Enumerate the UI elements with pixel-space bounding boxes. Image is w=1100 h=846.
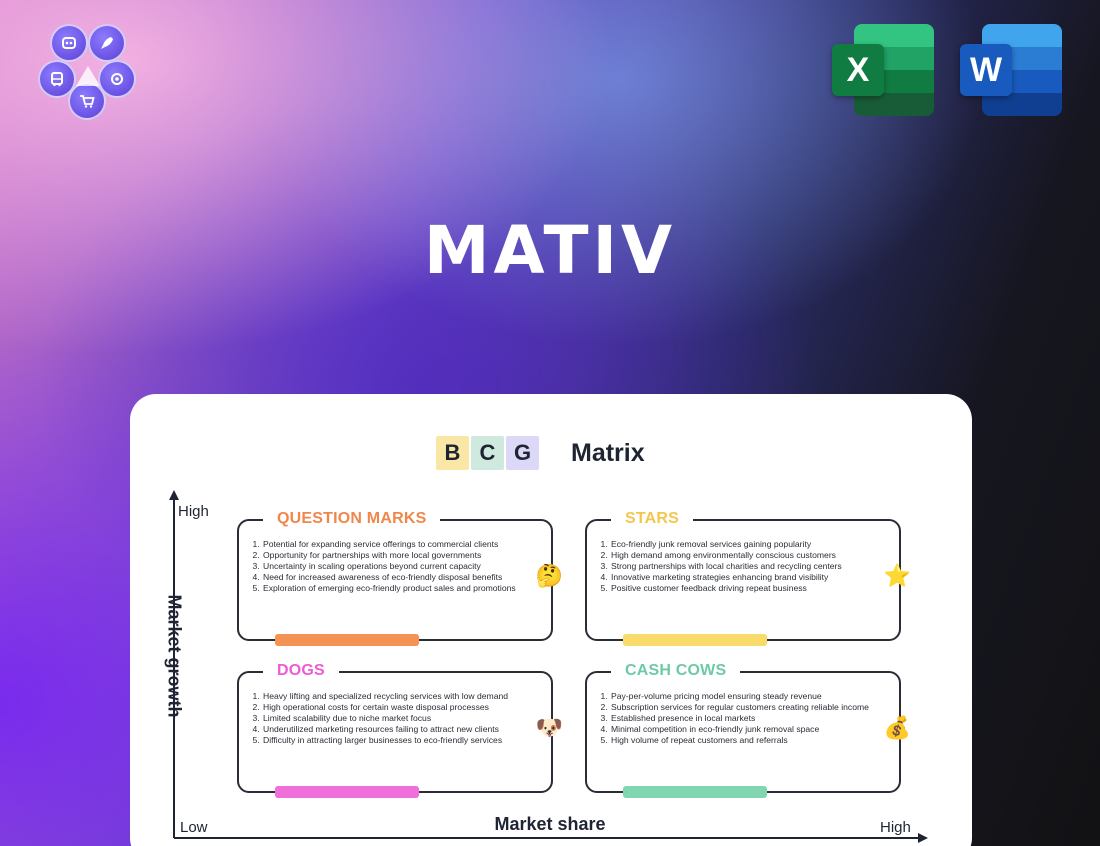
list-item: Innovative marketing strategies enhancin… [610, 572, 869, 583]
bcg-matrix-card: B C G Matrix High Market growth Low Mark… [130, 394, 972, 846]
list-item: Established presence in local markets [610, 713, 869, 724]
star-icon: ⭐ [883, 563, 911, 588]
target-icon [98, 60, 136, 98]
quadrant-title: QUESTION MARKS [263, 509, 441, 529]
list-item: Heavy lifting and specialized recycling … [262, 691, 521, 702]
quadrant-stars: STARS Eco-friendly junk removal services… [585, 509, 911, 646]
title-word: Matrix [571, 438, 645, 467]
quadrant-title: DOGS [263, 661, 339, 681]
quadrant-accent-bar [275, 786, 419, 798]
list-item: Positive customer feedback driving repea… [610, 583, 869, 594]
thinking-face-icon: 🤔 [535, 563, 563, 588]
word-letter: W [960, 44, 1012, 96]
list-item: High volume of repeat customers and refe… [610, 735, 869, 746]
y-axis-arrow [169, 490, 179, 500]
bot-icon [50, 24, 88, 62]
list-item: Potential for expanding service offering… [262, 539, 521, 550]
x-axis-label: Market share [494, 814, 606, 834]
x-axis-low: Low [180, 819, 208, 836]
list-item: Opportunity for partnerships with more l… [262, 550, 521, 561]
list-item: Eco-friendly junk removal services gaini… [610, 539, 869, 550]
dog-face-icon: 🐶 [535, 715, 563, 740]
excel-icon: X [832, 24, 936, 116]
quadrant-list: Heavy lifting and specialized recycling … [251, 691, 521, 746]
quadrant-dogs: DOGS Heavy lifting and specialized recyc… [237, 661, 563, 798]
excel-letter: X [832, 44, 884, 96]
money-bag-icon: 💰 [883, 715, 911, 740]
list-item: Difficulty in attracting larger business… [262, 735, 521, 746]
quadrant-list: Pay-per-volume pricing model ensuring st… [599, 691, 869, 746]
brand-title: MATIV [423, 212, 677, 289]
quadrant-title: STARS [611, 509, 694, 529]
logo-center-triangle [76, 66, 100, 86]
bus-icon [38, 60, 76, 98]
matrix-title: B C G Matrix [436, 436, 645, 470]
x-axis-arrow [918, 833, 928, 843]
quadrant-cash-cows: CASH COWS Pay-per-volume pricing model e… [585, 661, 911, 798]
quadrant-title: CASH COWS [611, 661, 741, 681]
cart-icon [68, 82, 106, 120]
list-item: Strong partnerships with local charities… [610, 561, 869, 572]
quadrant-accent-bar [623, 786, 767, 798]
title-letter-c: C [471, 436, 504, 470]
y-axis-label: Market growth [164, 594, 185, 718]
y-axis-high: High [178, 503, 209, 520]
quadrant-list: Potential for expanding service offering… [251, 539, 521, 594]
quadrant-list: Eco-friendly junk removal services gaini… [599, 539, 869, 594]
list-item: Minimal competition in eco-friendly junk… [610, 724, 869, 735]
list-item: Uncertainty in scaling operations beyond… [262, 561, 521, 572]
list-item: Need for increased awareness of eco-frie… [262, 572, 521, 583]
title-letter-g: G [506, 436, 539, 470]
list-item: Underutilized marketing resources failin… [262, 724, 521, 735]
quadrant-accent-bar [275, 634, 419, 646]
list-item: Subscription services for regular custom… [610, 702, 869, 713]
list-item: High demand among environmentally consci… [610, 550, 869, 561]
word-icon: W [960, 24, 1064, 116]
list-item: High operational costs for certain waste… [262, 702, 521, 713]
list-item: Pay-per-volume pricing model ensuring st… [610, 691, 869, 702]
axes [169, 490, 928, 843]
app-logo [36, 22, 140, 122]
quadrant-question-marks: QUESTION MARKS Potential for expanding s… [237, 509, 563, 646]
list-item: Exploration of emerging eco-friendly pro… [262, 583, 521, 594]
rocket-icon [88, 24, 126, 62]
x-axis-high: High [880, 819, 911, 836]
quadrant-accent-bar [623, 634, 767, 646]
title-letter-b: B [436, 436, 469, 470]
list-item: Limited scalability due to niche market … [262, 713, 521, 724]
